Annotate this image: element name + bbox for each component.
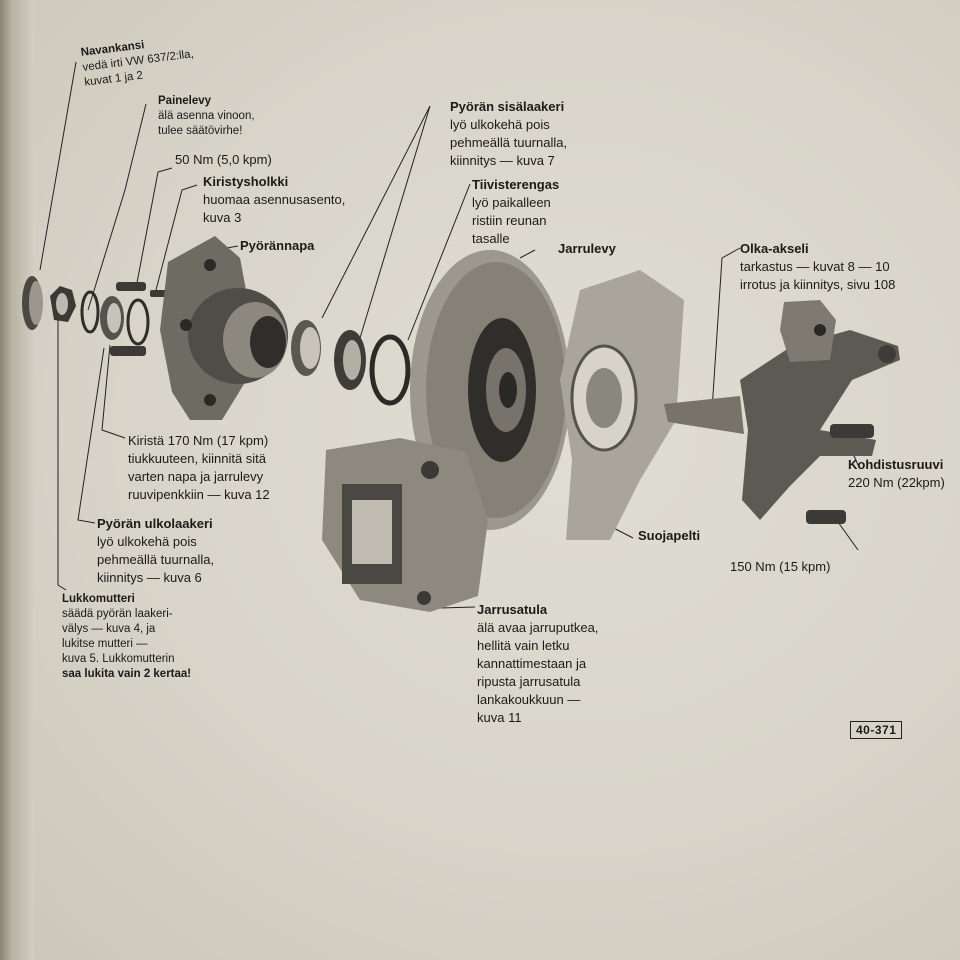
label-torque-50: 50 Nm (5,0 kpm)	[175, 151, 272, 169]
lock-nut-part	[50, 286, 76, 322]
inner-bearing-part	[291, 320, 366, 390]
sisalaakeri-title: Pyörän sisälaakeri	[450, 99, 565, 114]
label-olka-akseli: Olka-akseli tarkastus — kuvat 8 — 10 irr…	[740, 240, 895, 294]
jarrulevy-title: Jarrulevy	[558, 241, 616, 256]
lukkomutteri-line-4: kuva 5. Lukkomutterin	[62, 653, 175, 665]
jarrusatula-title: Jarrusatula	[477, 602, 548, 617]
jarrusatula-line-2: hellitä vain letku	[477, 638, 570, 653]
tiivisterengas-title: Tiivisterengas	[472, 177, 560, 192]
seal-ring-part	[369, 334, 411, 406]
kirista-line-4: ruuvipenkkiin — kuva 12	[128, 487, 270, 502]
kiristysholkki-title: Kiristysholkki	[203, 174, 289, 189]
thrust-washer-part	[80, 290, 100, 334]
sisalaakeri-line-1: lyö ulkokehä pois	[450, 117, 550, 132]
kiristysholkki-line-1: huomaa asennusasento,	[203, 192, 346, 207]
suojapelti-title: Suojapelti	[638, 528, 701, 543]
steering-knuckle-part	[664, 300, 900, 524]
lukkomutteri-line-2: välys — kuva 4, ja	[62, 623, 156, 635]
brake-caliper-part	[322, 438, 488, 612]
kirista-line-3: varten napa ja jarrulevy	[128, 469, 264, 484]
kohdistusruuvi-line-1: 220 Nm (22kpm)	[848, 475, 945, 490]
jarrusatula-line-1: älä avaa jarruputkea,	[477, 620, 599, 635]
tiivisterengas-line-1: lyö paikalleen	[472, 195, 551, 210]
olka-akseli-title: Olka-akseli	[740, 241, 809, 256]
painelevy-line-1: älä asenna vinoon,	[158, 110, 255, 122]
wheel-hub-part	[160, 236, 288, 420]
label-torque-150: 150 Nm (15 kpm)	[730, 558, 830, 576]
sisalaakeri-line-2: pehmeällä tuurnalla,	[450, 135, 568, 150]
outer-bearing-part	[100, 296, 150, 346]
hub-bolts	[110, 282, 168, 356]
painelevy-line-2: tulee säätövirhe!	[158, 125, 243, 137]
tiivisterengas-line-3: tasalle	[472, 231, 510, 246]
kirista-line-2: tiukkuuteen, kiinnitä sitä	[128, 451, 267, 466]
ulkolaakeri-line-2: pehmeällä tuurnalla,	[97, 552, 215, 567]
olka-akseli-line-2: irrotus ja kiinnitys, sivu 108	[740, 277, 896, 292]
olka-akseli-line-1: tarkastus — kuvat 8 — 10	[740, 259, 890, 274]
jarrusatula-line-5: lankakoukkuun —	[477, 692, 581, 707]
sisalaakeri-line-3: kiinnitys — kuva 7	[450, 153, 555, 168]
jarrusatula-line-3: kannattimestaan ja	[477, 656, 587, 671]
label-pyorannapa: Pyörännapa	[240, 237, 314, 255]
label-kiristysholkki: Kiristysholkki huomaa asennusasento, kuv…	[203, 173, 345, 227]
label-jarrusatula: Jarrusatula älä avaa jarruputkea, hellit…	[477, 601, 598, 727]
lukkomutteri-line-3: lukitse mutteri —	[62, 638, 148, 650]
label-lukkomutteri: Lukkomutteri säädä pyörän laakeri- välys…	[62, 592, 191, 682]
label-suojapelti: Suojapelti	[638, 527, 700, 545]
pyorannapa-title: Pyörännapa	[240, 238, 315, 253]
dust-cap-part	[22, 276, 43, 330]
figure-code-box: 40-371	[850, 721, 903, 739]
painelevy-title: Painelevy	[158, 95, 212, 107]
ulkolaakeri-line-1: lyö ulkokehä pois	[97, 534, 197, 549]
jarrusatula-line-6: kuva 11	[477, 710, 522, 725]
lukkomutteri-line-5: saa lukita vain 2 kertaa!	[62, 668, 192, 680]
book-gutter	[0, 0, 34, 960]
jarrusatula-line-4: ripusta jarrusatula	[477, 674, 581, 689]
label-kirista: Kiristä 170 Nm (17 kpm) tiukkuuteen, kii…	[128, 432, 270, 504]
label-ulkolaakeri: Pyörän ulkolaakeri lyö ulkokehä pois peh…	[97, 515, 214, 587]
label-tiivisterengas: Tiivisterengas lyö paikalleen ristiin re…	[472, 176, 559, 248]
torque-50-text: 50 Nm (5,0 kpm)	[175, 152, 272, 167]
kirista-line-1: Kiristä 170 Nm (17 kpm)	[128, 433, 269, 448]
lukkomutteri-line-1: säädä pyörän laakeri-	[62, 608, 173, 620]
torque-150-text: 150 Nm (15 kpm)	[730, 559, 831, 574]
label-kohdistusruuvi: Kohdistusruuvi 220 Nm (22kpm)	[848, 456, 945, 492]
kohdistusruuvi-title: Kohdistusruuvi	[848, 457, 944, 472]
tiivisterengas-line-2: ristiin reunan	[472, 213, 547, 228]
label-sisalaakeri: Pyörän sisälaakeri lyö ulkokehä pois peh…	[450, 98, 567, 170]
splash-shield-part	[560, 270, 684, 540]
lukkomutteri-title: Lukkomutteri	[62, 593, 135, 605]
label-jarrulevy: Jarrulevy	[558, 240, 616, 258]
ulkolaakeri-line-3: kiinnitys — kuva 6	[97, 570, 202, 585]
kiristysholkki-line-2: kuva 3	[203, 210, 242, 225]
label-painelevy: Painelevy älä asenna vinoon, tulee säätö…	[158, 94, 255, 139]
ulkolaakeri-title: Pyörän ulkolaakeri	[97, 516, 213, 531]
